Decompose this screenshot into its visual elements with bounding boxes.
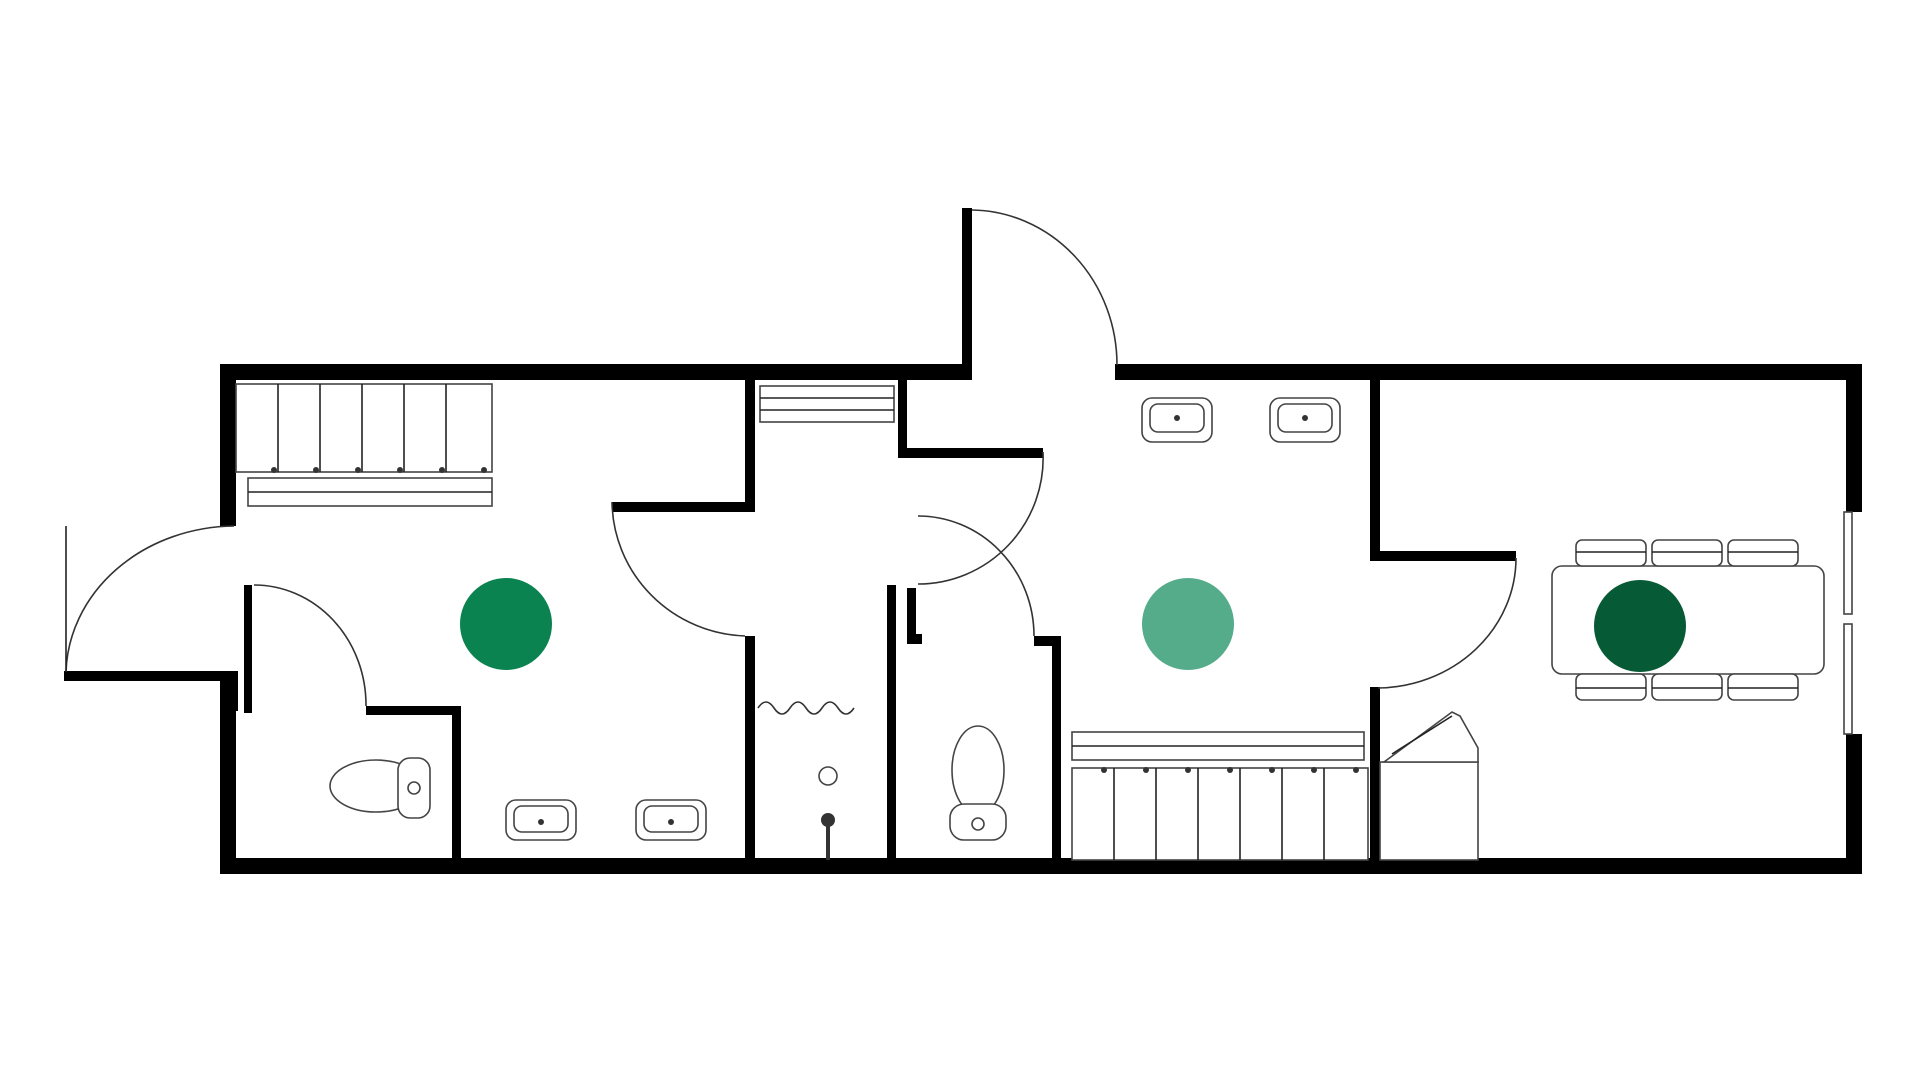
zone-marker-3[interactable] <box>1594 580 1686 672</box>
doors <box>65 209 1517 707</box>
bench-room-1 <box>247 477 493 507</box>
counter-room-3 <box>1379 711 1479 861</box>
shower <box>757 701 855 860</box>
windows <box>1843 511 1853 735</box>
zone-markers <box>460 578 1686 672</box>
bench-room-2 <box>1071 731 1365 761</box>
zone-marker-1[interactable] <box>460 578 552 670</box>
dining-table <box>1551 539 1825 701</box>
toilet-2 <box>949 725 1007 841</box>
lockers-room-1 <box>235 383 493 473</box>
interior-walls <box>244 380 1516 867</box>
sinks-room-1 <box>505 799 707 841</box>
outer-walls <box>64 208 1862 874</box>
lockers-room-2 <box>1071 767 1369 861</box>
toilet-1 <box>329 757 431 819</box>
shelf-corridor <box>759 385 895 423</box>
sinks-room-2 <box>1141 397 1341 443</box>
zone-marker-2[interactable] <box>1142 578 1234 670</box>
